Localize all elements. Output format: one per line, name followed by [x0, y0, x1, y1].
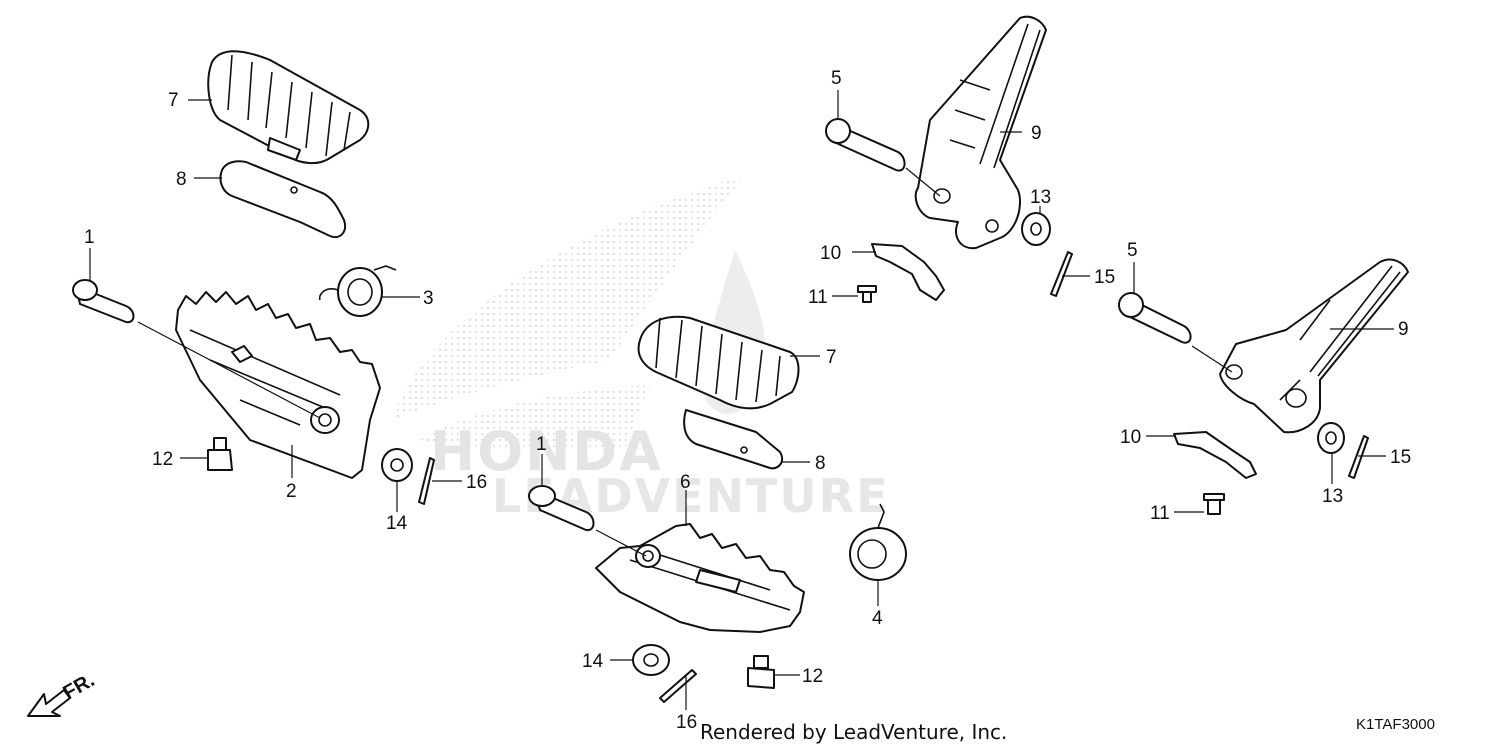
- callout-13-upper: 13: [1030, 187, 1051, 208]
- spring-4[interactable]: [849, 503, 907, 581]
- clip-10-upper[interactable]: [871, 243, 945, 301]
- washer-14-left[interactable]: [381, 448, 413, 482]
- callout-8-center: 8: [815, 453, 826, 474]
- callout-1-center: 1: [536, 434, 547, 455]
- callout-10-lower: 10: [1120, 427, 1141, 448]
- spring-3[interactable]: [318, 265, 397, 317]
- footpeg-plate-8-left[interactable]: [219, 160, 346, 238]
- footpeg-plate-8-center[interactable]: [683, 409, 784, 470]
- footpeg-rubber-7-left[interactable]: [207, 50, 370, 164]
- cotter-pin-16-left[interactable]: [418, 457, 435, 505]
- callout-14-left: 14: [386, 513, 408, 534]
- callout-3: 3: [423, 288, 434, 309]
- callout-14-center: 14: [582, 651, 604, 672]
- cotter-pin-15-upper[interactable]: [1050, 251, 1073, 297]
- bracket-9-upper[interactable]: [914, 15, 1047, 250]
- front-direction-indicator: FR.: [27, 669, 98, 717]
- footpeg-body-6[interactable]: [595, 523, 805, 633]
- callout-1-left: 1: [84, 227, 95, 248]
- bolt-12-center[interactable]: [747, 655, 775, 689]
- callout-10-upper: 10: [820, 243, 841, 264]
- bracket-9-lower[interactable]: [1219, 258, 1409, 434]
- callout-13-lower: 13: [1322, 486, 1343, 507]
- callout-5-lower: 5: [1127, 240, 1138, 261]
- pin-5-upper[interactable]: [825, 118, 906, 172]
- washer-13-lower[interactable]: [1317, 422, 1345, 454]
- clip-10-lower[interactable]: [1173, 431, 1257, 479]
- callout-15-upper: 15: [1094, 267, 1115, 288]
- footpeg-rubber-7-center[interactable]: [637, 315, 800, 410]
- callout-2: 2: [286, 481, 297, 502]
- callout-11-lower: 11: [1150, 503, 1170, 524]
- callout-16-left: 16: [466, 472, 487, 493]
- bolt-12-left[interactable]: [207, 437, 233, 471]
- cotter-pin-15-lower[interactable]: [1348, 435, 1369, 479]
- callout-9-upper: 9: [1031, 123, 1042, 144]
- callout-8-left: 8: [176, 169, 187, 190]
- washer-14-center[interactable]: [632, 644, 670, 676]
- render-credit: Rendered by LeadVenture, Inc.: [700, 720, 1007, 744]
- callout-4: 4: [872, 608, 883, 629]
- cotter-pin-16-center[interactable]: [659, 669, 697, 703]
- footpeg-body-2[interactable]: [175, 291, 381, 479]
- washer-13-upper[interactable]: [1021, 212, 1051, 246]
- screw-11-lower[interactable]: [1203, 493, 1225, 515]
- callout-7-center: 7: [826, 347, 837, 368]
- footpeg-pin-1-left[interactable]: [72, 279, 135, 324]
- callout-11-upper: 11: [808, 287, 828, 308]
- callout-16-center: 16: [676, 712, 697, 733]
- watermark-logo-text: HONDA: [430, 420, 663, 483]
- callout-5-upper: 5: [831, 68, 842, 89]
- callout-15-lower: 15: [1390, 447, 1411, 468]
- direction-arrow-icon: [27, 689, 71, 717]
- callout-9-lower: 9: [1398, 319, 1409, 340]
- screw-11-upper[interactable]: [857, 285, 877, 303]
- leader-lines: [89, 90, 1394, 710]
- callout-7-left: 7: [168, 90, 179, 111]
- callout-6: 6: [680, 472, 691, 493]
- pin-5-lower[interactable]: [1118, 292, 1192, 344]
- callout-12-left: 12: [152, 449, 173, 470]
- callout-12-center: 12: [802, 666, 823, 687]
- diagram-code: K1TAF3000: [1356, 716, 1435, 733]
